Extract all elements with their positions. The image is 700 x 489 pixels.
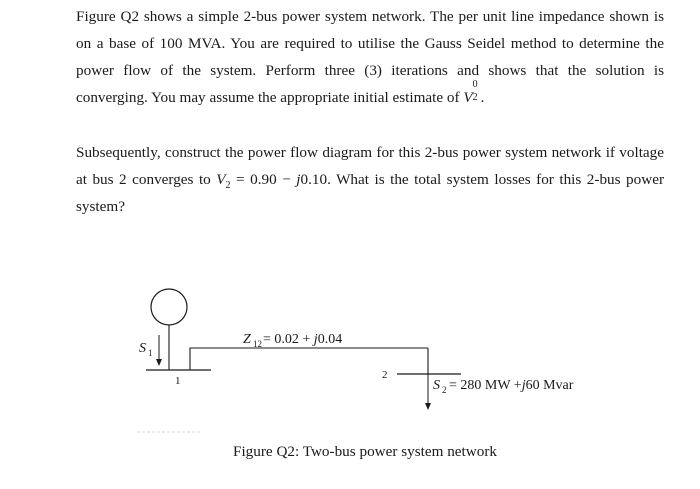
paragraph-1-line-2: on a base of 100 MVA. You are required t… [76, 35, 664, 52]
question-paragraph-2: Subsequently, construct the power flow d… [76, 139, 664, 220]
paragraph-1-line-4: converging. You may assume the appropria… [76, 79, 485, 107]
s1-arrow-head-icon [156, 359, 162, 366]
bus2-voltage-sub: 2 [225, 180, 231, 192]
load-label-sub: 2 [442, 385, 447, 395]
impedance-label-sub: 12 [253, 339, 262, 349]
bus-1-label: 1 [175, 375, 181, 387]
impedance-j: j [312, 332, 318, 347]
load-value-text: = 280 MW + [449, 378, 522, 393]
paragraph-2-line-2: at bus 2 converges to V2 = 0.90 − j0.10.… [76, 166, 664, 193]
paragraph-1-line-3: power flow of the system. Perform three … [76, 62, 664, 79]
impedance-label-value: = 0.02 + j0.04 [263, 332, 342, 347]
load-label-var: S [433, 378, 440, 393]
bus-2-label: 2 [382, 369, 388, 381]
bus2-voltage-var: V [216, 171, 226, 188]
figure-caption: Figure Q2: Two-bus power system network [233, 443, 497, 460]
load-j: j [520, 378, 526, 393]
load-arrow-head-icon [425, 403, 431, 410]
s1-label-sub: 1 [148, 348, 153, 358]
paragraph-1-end: . [480, 89, 485, 106]
generator-icon [150, 288, 188, 326]
bus2-voltage-j: j [296, 171, 301, 188]
impedance-value-text: = 0.02 + [263, 332, 314, 347]
s1-label: S [139, 341, 146, 356]
impedance-tail: 0.04 [318, 332, 343, 347]
paragraph-2-line-2-tail: 0.10. What is the total system losses fo… [300, 171, 665, 188]
paragraph-2-line-3: system? [76, 198, 125, 215]
paragraph-2-line-2-start: at bus 2 converges to [76, 171, 217, 188]
bus2-voltage-expr: = 0.90 − [230, 171, 297, 188]
paragraph-2-line-1: Subsequently, construct the power flow d… [76, 144, 664, 161]
question-paragraph-1: Figure Q2 shows a simple 2-bus power sys… [76, 3, 664, 111]
paragraph-1-line-1: Figure Q2 shows a simple 2-bus power sys… [76, 8, 664, 25]
load-label-value: = 280 MW +j60 Mvar [449, 378, 574, 393]
initial-estimate-var: V [463, 89, 473, 106]
load-tail: 60 Mvar [526, 378, 574, 393]
transmission-line [189, 347, 428, 370]
paragraph-1-line-4-text: converging. You may assume the appropria… [76, 89, 464, 106]
impedance-label-var: Z [243, 332, 251, 347]
